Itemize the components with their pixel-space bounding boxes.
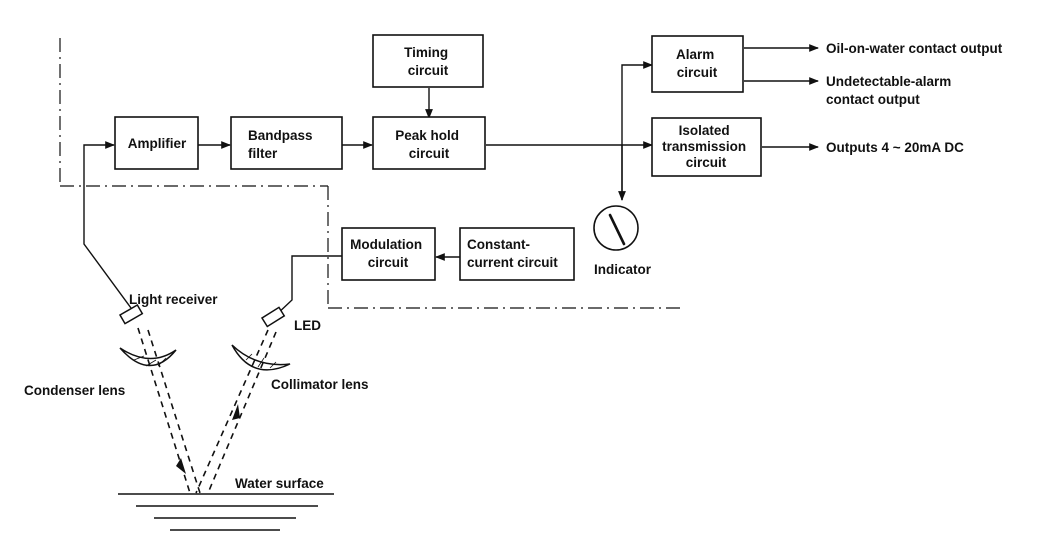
undetectable-alarm-contact-output-label: Undetectable-alarm contact output [826,74,955,107]
amplifier-block: Amplifier [114,116,199,170]
indicator-label: Indicator [594,262,652,277]
constant-current-circuit-label: Constant- current circuit [467,237,558,270]
amplifier-label: Amplifier [128,136,187,151]
constant-current-circuit-block: Constant- current circuit [459,227,575,281]
water-surface-icon [118,493,334,531]
bandpass-filter-label: Bandpass filter [248,128,316,161]
timing-circuit-label: Timing circuit [404,45,452,78]
peak-hold-circuit-block: Peak hold circuit [372,116,486,170]
oil-on-water-contact-output-label: Oil-on-water contact output [826,41,1003,56]
bandpass-filter-block: Bandpass filter [230,116,343,170]
light-beams [137,327,277,494]
collimator-lens-label: Collimator lens [271,377,369,392]
modulation-circuit-label: Modulation circuit [350,237,426,270]
analog-output-label: Outputs 4 ~ 20mA DC [826,140,964,155]
isolated-transmission-circuit-label: Isolated transmission circuit [662,123,750,170]
light-receiver-label: Light receiver [129,292,218,307]
signal-wires [83,44,819,317]
condenser-lens-icon [119,347,177,367]
modulation-circuit-block: Modulation circuit [341,227,436,281]
timing-circuit-block: Timing circuit [372,34,484,88]
light-receiver-icon [118,303,144,325]
led-icon [260,306,286,328]
collimator-lens-icon [231,344,291,371]
isolated-transmission-circuit-block: Isolated transmission circuit [651,117,762,177]
condenser-lens-label: Condenser lens [24,383,125,398]
indicator-meter-icon [593,205,639,251]
alarm-circuit-label: Alarm circuit [676,47,718,80]
enclosure-boundary [59,38,680,309]
led-label: LED [294,318,321,333]
water-surface-label: Water surface [235,476,324,491]
peak-hold-circuit-label: Peak hold circuit [395,128,463,161]
alarm-circuit-block: Alarm circuit [651,35,744,93]
